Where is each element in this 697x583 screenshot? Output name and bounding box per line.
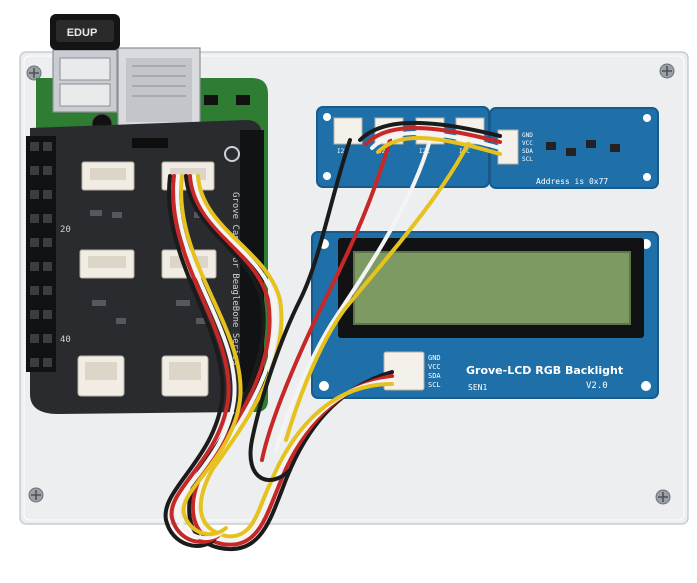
corner-screw-bottom-left [28,487,44,503]
grove-cable-cape-to-hub [163,174,243,548]
grove-connector-cape-6 [161,355,209,397]
svg-text:GND: GND [522,132,533,139]
lcd-module-mark: SEN1 [468,383,487,392]
svg-text:SDA: SDA [428,372,441,380]
svg-text:SCL: SCL [522,156,533,163]
board-button [204,95,218,105]
left-header-pins [26,136,56,372]
svg-text:SCL: SCL [428,381,441,389]
dongle-brand-label: EDUP [67,27,98,39]
cape-series-label: Grove Cape for BeagleBone Series [230,192,240,365]
svg-text:SDA: SDA [522,148,533,155]
svg-text:VCC: VCC [522,140,533,147]
svg-text:GND: GND [428,354,441,362]
i2c-hub-port-1: I2C [333,117,363,155]
header-mark-20: 20 [60,225,71,235]
grove-cable-hub-to-rgb [358,120,502,156]
svg-text:I2C: I2C [337,148,348,155]
grove-cable-cape-to-lcd [184,174,394,552]
corner-screw-bottom-right [655,489,671,505]
header-mark-40: 40 [60,335,71,345]
corner-screw-top-right [659,63,675,79]
usb-port [52,49,118,113]
board-button [236,95,250,105]
grove-connector-cape-3 [79,249,135,279]
svg-text:VCC: VCC [428,363,441,371]
lcd-module-version: V2.0 [586,381,608,391]
grove-cape-board: 20 40 Grove Cape for BeagleBone Series [26,120,264,414]
jumper-header [132,138,168,148]
corner-screw-top-left [26,65,42,81]
lcd-module-title: Grove-LCD RGB Backlight [466,364,623,377]
grove-connector-cape-5 [77,355,125,397]
lcd-screen [354,252,630,324]
ethernet-jack [117,47,201,137]
lcd-grove-connector [383,351,425,391]
grove-cable-hub-loop [248,138,472,482]
wifi-dongle: EDUP [50,14,120,50]
grove-connector-cape-1 [81,161,135,191]
gear-icon [224,146,240,162]
svg-text:I2C: I2C [378,148,389,155]
grove-i2c-hub-module: I2C I2C I2C I2C [316,106,490,188]
grove-lcd-rgb-backlight-module: GND VCC SDA SCL Grove-LCD RGB Backlight … [311,231,659,399]
grove-rgb-address-module: GND VCC SDA SCL Address is 0x77 [489,107,659,189]
rgb-module-address: Address is 0x77 [536,177,608,186]
